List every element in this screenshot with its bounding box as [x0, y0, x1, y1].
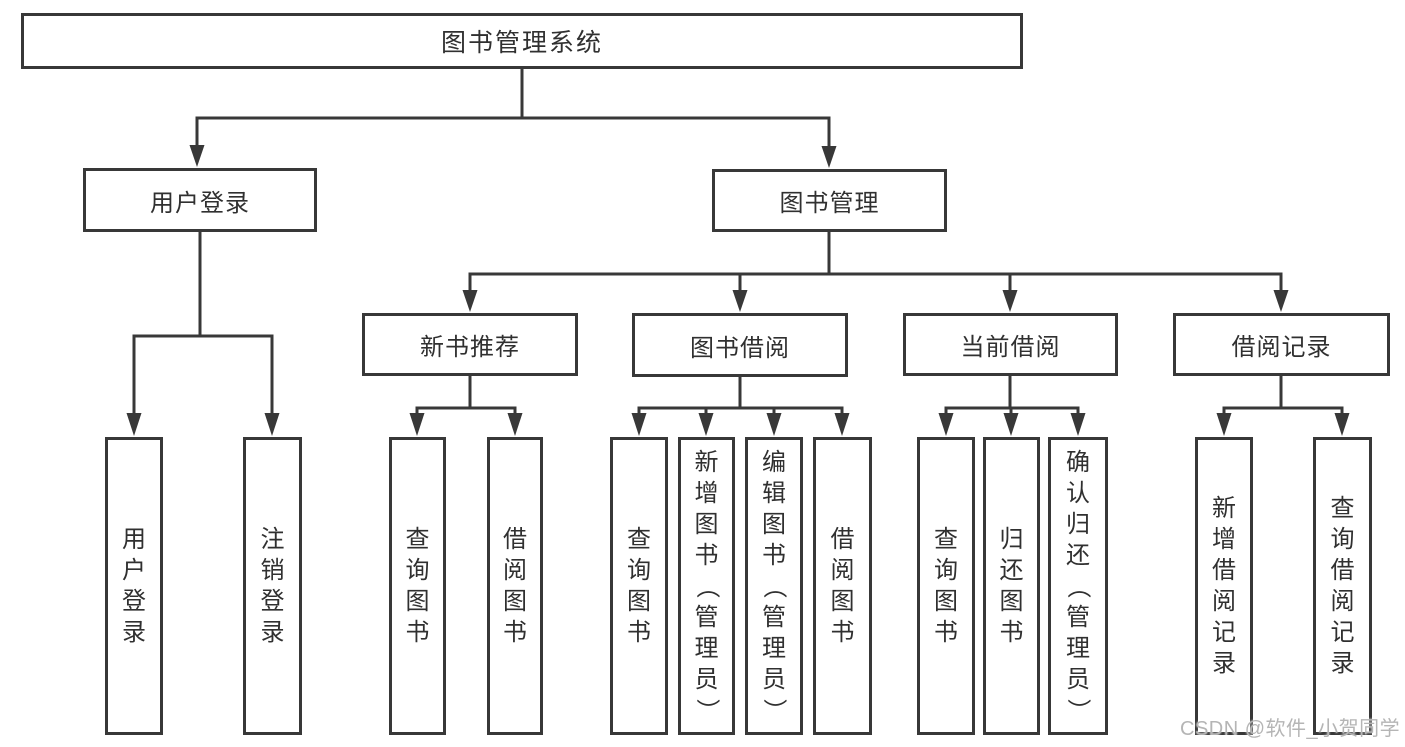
node-book-management: 图书管理 — [712, 169, 947, 232]
node-label: 借阅图书 — [503, 526, 527, 646]
node-label: 借阅记录 — [1231, 334, 1332, 361]
node-label: 编辑图书（管理员） — [760, 448, 788, 723]
node-label: 新增借阅记录 — [1212, 495, 1236, 677]
leaf-user-login: 用户登录 — [105, 437, 163, 735]
connector-book-management-to-level3 — [468, 232, 1283, 291]
arrowhead — [834, 413, 850, 436]
arrowhead — [1334, 413, 1350, 436]
leaf-edit-book-admin: 编辑图书（管理员） — [745, 437, 803, 735]
node-borrowing-records: 借阅记录 — [1173, 313, 1390, 376]
leaf-query-books-borrowing: 查询图书 — [610, 437, 668, 735]
connector-root-to-level2 — [195, 68, 831, 147]
arrowhead — [1273, 290, 1289, 312]
arrowhead — [766, 413, 782, 436]
arrowhead — [732, 290, 748, 312]
arrowhead — [462, 290, 478, 312]
node-label: 注销登录 — [260, 526, 285, 646]
leaf-query-books-current: 查询图书 — [917, 437, 975, 735]
arrowhead — [821, 146, 837, 168]
node-current-borrowing: 当前借阅 — [903, 313, 1118, 376]
leaf-query-borrow-record: 查询借阅记录 — [1313, 437, 1372, 735]
leaf-confirm-return-admin: 确认归还（管理员） — [1048, 437, 1108, 735]
arrowhead — [631, 413, 647, 436]
arrowhead — [264, 413, 280, 436]
arrowhead — [1216, 413, 1232, 436]
leaf-add-borrow-record: 新增借阅记录 — [1195, 437, 1253, 735]
arrowhead — [1070, 413, 1086, 436]
node-label: 用户登录 — [122, 526, 146, 646]
arrowhead — [126, 413, 142, 436]
node-label: 查询借阅记录 — [1330, 495, 1355, 677]
node-user-login: 用户登录 — [83, 168, 317, 232]
node-label: 确认归还（管理员） — [1064, 448, 1092, 723]
node-book-management-system: 图书管理系统 — [21, 13, 1023, 69]
leaf-query-books-recommendation: 查询图书 — [389, 437, 446, 735]
arrowhead — [507, 413, 523, 436]
leaf-add-book-admin: 新增图书（管理员） — [678, 437, 735, 735]
connector-user-login-to-leaves — [132, 232, 274, 414]
node-label: 用户登录 — [150, 189, 250, 217]
arrowhead — [698, 413, 714, 436]
node-label: 图书管理系统 — [440, 29, 603, 57]
connector-new-book-recommendation-to-leaves — [415, 376, 517, 414]
node-label: 归还图书 — [999, 526, 1024, 646]
arrowhead — [409, 413, 425, 436]
arrowhead — [1002, 290, 1018, 312]
node-label: 查询图书 — [934, 526, 958, 646]
leaf-borrow-books: 借阅图书 — [813, 437, 872, 735]
node-label: 新增图书（管理员） — [693, 448, 720, 723]
node-label: 借阅图书 — [830, 526, 855, 646]
arrowhead — [189, 145, 205, 167]
connector-borrowing-records-to-leaves — [1222, 376, 1344, 414]
node-book-borrowing: 图书借阅 — [632, 313, 848, 377]
node-new-book-recommendation: 新书推荐 — [362, 313, 578, 376]
node-label: 图书借阅 — [690, 334, 790, 362]
leaf-return-books: 归还图书 — [983, 437, 1040, 735]
csdn-watermark: CSDN @软件_小贺同学 — [1180, 718, 1401, 740]
connector-current-borrowing-to-leaves — [944, 376, 1080, 414]
leaf-logout: 注销登录 — [243, 437, 302, 735]
arrowhead — [938, 413, 954, 436]
connector-book-borrowing-to-leaves — [637, 377, 844, 414]
leaf-borrow-books-recommendation: 借阅图书 — [487, 437, 543, 735]
node-label: 查询图书 — [627, 526, 651, 646]
node-label: 当前借阅 — [960, 334, 1061, 361]
node-label: 新书推荐 — [420, 334, 520, 361]
arrowhead — [1003, 413, 1019, 436]
node-label: 图书管理 — [779, 190, 880, 217]
node-label: 查询图书 — [405, 526, 430, 646]
